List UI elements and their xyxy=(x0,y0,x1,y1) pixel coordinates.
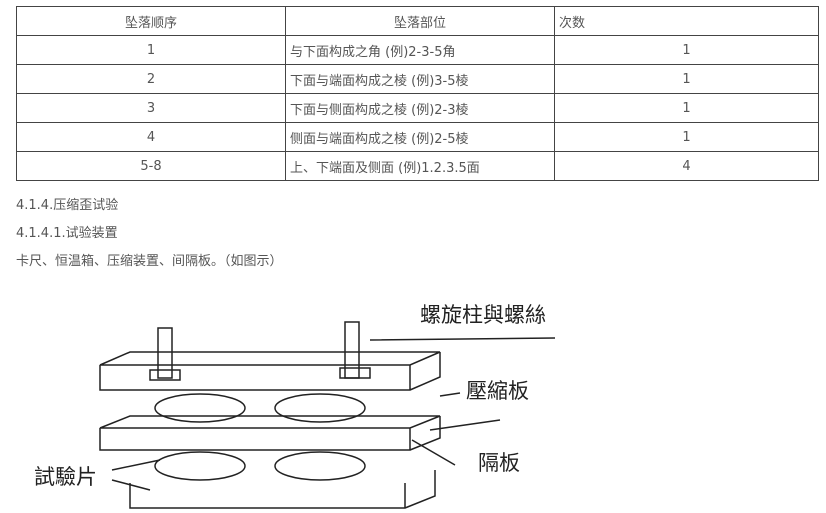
specimen-label: 試驗片 xyxy=(34,465,97,489)
compression-plate-label: 壓縮板 xyxy=(466,379,529,403)
table-cell: 3 xyxy=(16,93,286,123)
top-compression-plate xyxy=(99,351,441,391)
table-header-row: 坠落顺序 坠落部位 次数 xyxy=(16,6,819,36)
table-cell: 1 xyxy=(16,35,286,65)
header-cell: 坠落部位 xyxy=(285,6,555,36)
table-cell: 下面与端面构成之棱 (例)3-5棱 xyxy=(285,64,555,94)
body-text: 卡尺、恒温箱、压缩装置、间隔板。（如图示） xyxy=(16,254,283,269)
table-cell: 5-8 xyxy=(16,151,286,181)
bottom-plate xyxy=(129,470,436,509)
specimen-shape xyxy=(154,393,246,423)
table-cell: 4 xyxy=(16,122,286,152)
screw-post xyxy=(344,321,360,379)
specimen-shape xyxy=(274,451,366,481)
middle-spacer-plate xyxy=(99,415,441,451)
table-cell: 下面与侧面构成之棱 (例)2-3棱 xyxy=(285,93,555,123)
section-heading: 4.1.4.压缩歪试验 xyxy=(16,198,119,213)
table-cell: 4 xyxy=(554,151,819,181)
specimen-shape xyxy=(154,451,246,481)
table-cell: 2 xyxy=(16,64,286,94)
header-cell: 次数 xyxy=(554,6,819,36)
compression-apparatus-figure: 螺旋柱與螺絲 壓縮板 隔板 試驗片 xyxy=(34,303,556,509)
spacer-label: 隔板 xyxy=(478,451,520,475)
table-cell: 与下面构成之角 (例)2-3-5角 xyxy=(285,35,555,65)
screw-label: 螺旋柱與螺絲 xyxy=(420,303,546,327)
header-cell: 坠落顺序 xyxy=(16,6,286,36)
table-cell: 侧面与端面构成之棱 (例)2-5棱 xyxy=(285,122,555,152)
subsection-heading: 4.1.4.1.试验装置 xyxy=(16,226,118,241)
table-cell: 1 xyxy=(554,93,819,123)
specimen-shape xyxy=(274,393,366,423)
table-cell: 1 xyxy=(554,122,819,152)
table-cell: 1 xyxy=(554,35,819,65)
table-cell: 1 xyxy=(554,64,819,94)
table-cell: 上、下端面及侧面 (例)1.2.3.5面 xyxy=(285,151,555,181)
screw-post xyxy=(157,327,173,379)
